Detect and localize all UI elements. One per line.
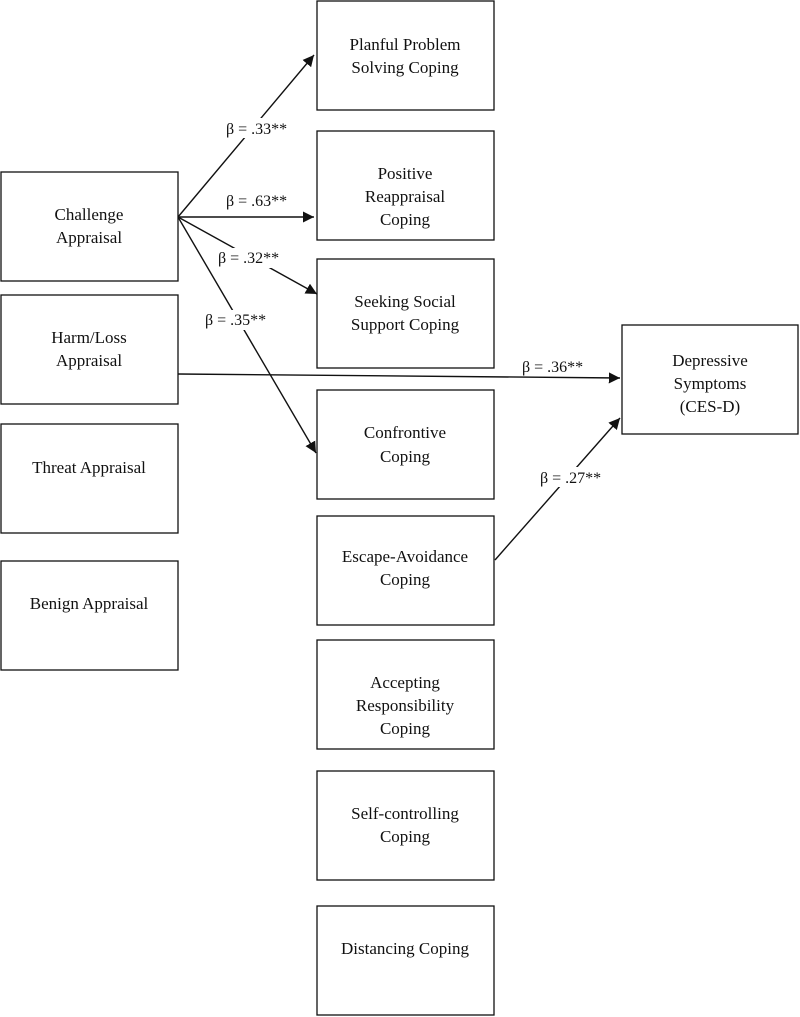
svg-text:(CES-D): (CES-D) bbox=[680, 397, 740, 416]
svg-text:Distancing Coping: Distancing Coping bbox=[341, 939, 469, 958]
svg-text:Benign Appraisal: Benign Appraisal bbox=[30, 594, 149, 613]
node-confrontive-coping: Confrontive Coping bbox=[316, 389, 495, 500]
beta-label-challenge-planful: β = .33** bbox=[226, 121, 287, 138]
svg-text:Coping: Coping bbox=[380, 827, 431, 846]
svg-text:Coping: Coping bbox=[380, 719, 431, 738]
path-challenge-confrontive bbox=[177, 216, 317, 454]
node-threat-appraisal: Threat Appraisal bbox=[0, 423, 179, 534]
beta-label-challenge-confrontive: β = .35** bbox=[205, 312, 266, 329]
svg-text:Harm/Loss: Harm/Loss bbox=[51, 328, 127, 347]
svg-text:Escape-Avoidance: Escape-Avoidance bbox=[342, 547, 468, 566]
svg-text:Self-controlling: Self-controlling bbox=[351, 804, 459, 823]
beta-label-challenge-reappraisal: β = .63** bbox=[226, 193, 287, 210]
svg-text:Depressive: Depressive bbox=[672, 351, 748, 370]
svg-text:Coping: Coping bbox=[380, 210, 431, 229]
svg-text:Support Coping: Support Coping bbox=[351, 315, 460, 334]
beta-label-harm-depressive: β = .36** bbox=[522, 359, 583, 376]
svg-text:Coping: Coping bbox=[380, 447, 431, 466]
svg-text:Planful Problem: Planful Problem bbox=[350, 35, 461, 54]
svg-text:Responsibility: Responsibility bbox=[356, 696, 455, 715]
path-escape-depressive bbox=[494, 417, 621, 561]
node-seeking-social-support: Seeking Social Support Coping bbox=[316, 258, 495, 369]
node-positive-reappraisal: Positive Reappraisal Coping bbox=[316, 130, 495, 241]
svg-text:Accepting: Accepting bbox=[370, 673, 440, 692]
svg-text:Solving Coping: Solving Coping bbox=[351, 58, 459, 77]
svg-text:Threat Appraisal: Threat Appraisal bbox=[32, 458, 146, 477]
path-harm-depressive bbox=[177, 372, 621, 384]
node-escape-avoidance-coping: Escape-Avoidance Coping bbox=[316, 515, 495, 626]
svg-text:Symptoms: Symptoms bbox=[674, 374, 747, 393]
node-harm-loss-appraisal: Harm/Loss Appraisal bbox=[0, 294, 179, 405]
svg-text:Confrontive: Confrontive bbox=[364, 423, 446, 442]
svg-text:Appraisal: Appraisal bbox=[56, 351, 122, 370]
node-distancing-coping: Distancing Coping bbox=[316, 905, 495, 1016]
svg-text:Positive: Positive bbox=[378, 164, 433, 183]
node-accepting-responsibility: Accepting Responsibility Coping bbox=[316, 639, 495, 750]
beta-label-challenge-social: β = .32** bbox=[218, 250, 279, 267]
node-self-controlling-coping: Self-controlling Coping bbox=[316, 770, 495, 881]
svg-text:Coping: Coping bbox=[380, 570, 431, 589]
svg-text:Appraisal: Appraisal bbox=[56, 228, 122, 247]
svg-text:Seeking Social: Seeking Social bbox=[354, 292, 456, 311]
node-challenge-appraisal: Challenge Appraisal bbox=[0, 171, 179, 282]
svg-text:Challenge: Challenge bbox=[55, 205, 124, 224]
beta-label-escape-depressive: β = .27** bbox=[540, 470, 601, 487]
node-benign-appraisal: Benign Appraisal bbox=[0, 560, 179, 671]
node-planful-problem-solving: Planful Problem Solving Coping bbox=[316, 0, 495, 111]
svg-text:Reappraisal: Reappraisal bbox=[365, 187, 446, 206]
node-depressive-symptoms: Depressive Symptoms (CES-D) bbox=[621, 324, 799, 435]
